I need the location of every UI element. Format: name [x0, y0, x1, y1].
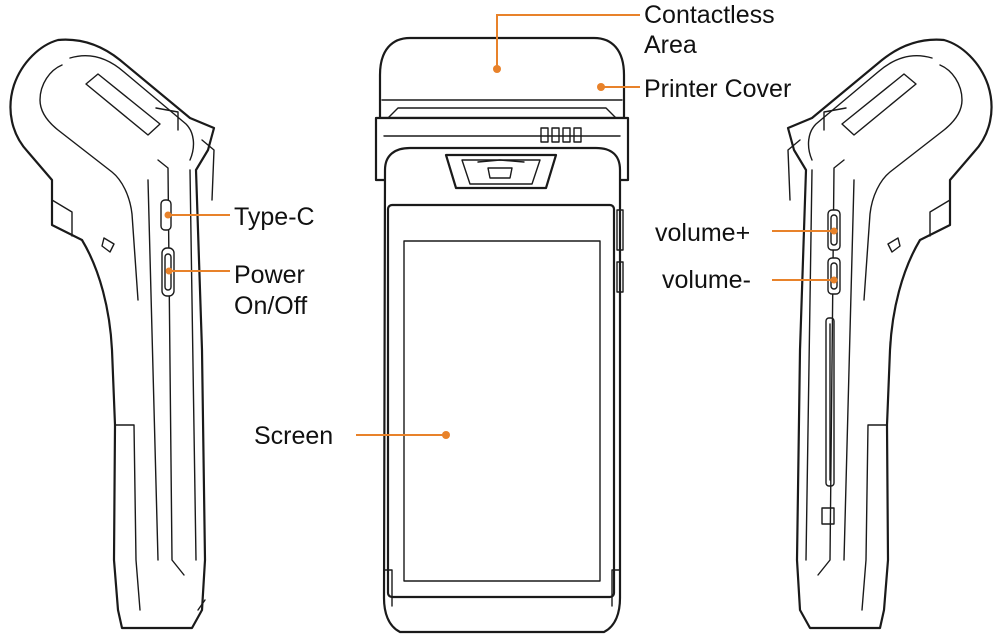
callout-volume-down: volume- [662, 266, 838, 294]
callout-dot-volume-up [830, 227, 838, 235]
label-power-line2: On/Off [234, 292, 307, 320]
label-screen: Screen [254, 422, 333, 450]
callout-printer-cover: Printer Cover [597, 75, 791, 103]
callout-dot-contactless [493, 65, 501, 73]
callout-dot-printer-cover [597, 83, 605, 91]
label-volume-down: volume- [662, 266, 751, 294]
label-type-c: Type-C [234, 203, 315, 231]
callout-screen: Screen [254, 422, 450, 450]
label-printer-cover: Printer Cover [644, 75, 791, 103]
callout-volume-up: volume+ [655, 219, 838, 247]
leader-line-contactless [496, 14, 640, 69]
device-side-view-right-icon [786, 38, 993, 630]
callout-dot-power [165, 267, 173, 275]
label-contactless-line1: Contactless [644, 1, 775, 29]
label-contactless-line2: Area [644, 31, 697, 59]
callout-dot-screen [442, 431, 450, 439]
callout-power: Power On/Off [165, 261, 307, 320]
callout-type-c: Type-C [164, 203, 315, 231]
callout-dot-volume-down [830, 276, 838, 284]
label-power-line1: Power [234, 261, 305, 289]
device-side-view-left-icon [9, 38, 216, 630]
callout-dot-type-c [164, 211, 172, 219]
label-volume-up: volume+ [655, 219, 750, 247]
callout-contactless-area: Contactless Area [493, 1, 775, 73]
device-front-view-icon [374, 36, 630, 634]
